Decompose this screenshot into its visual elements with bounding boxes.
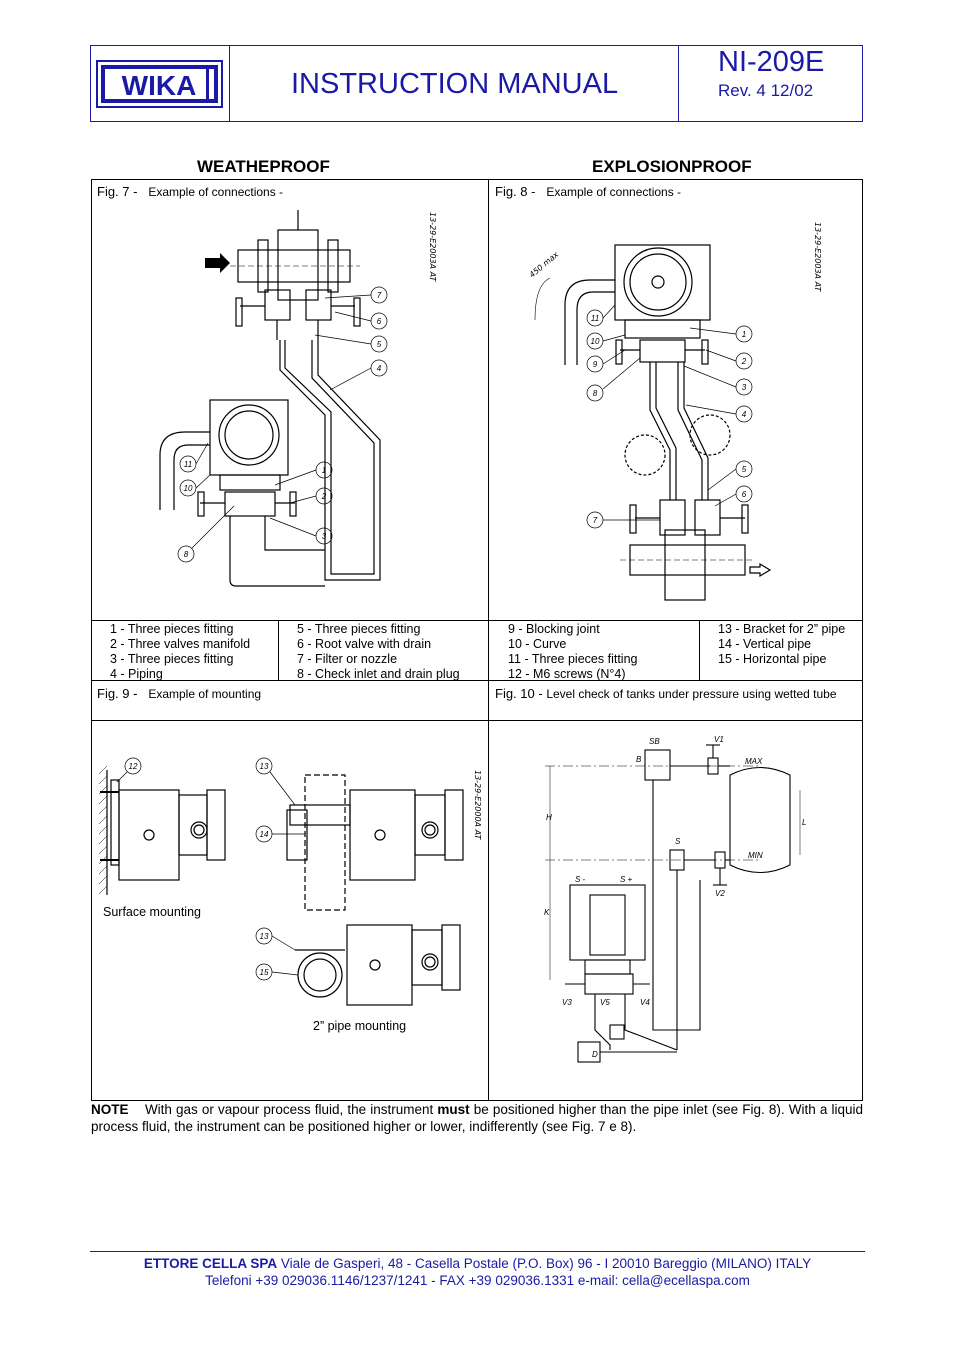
svg-text:S: S: [675, 837, 681, 846]
svg-text:D: D: [592, 1050, 598, 1059]
svg-text:V3: V3: [562, 998, 572, 1007]
wika-logo: WIKA: [96, 60, 223, 108]
svg-text:1: 1: [742, 330, 746, 339]
svg-text:13: 13: [260, 932, 269, 941]
document-number: NI-209E: [718, 46, 825, 78]
document-header: WIKA INSTRUCTION MANUAL NI-209E Rev. 4 1…: [90, 45, 863, 122]
svg-text:10: 10: [184, 484, 193, 493]
svg-text:6: 6: [742, 490, 747, 499]
svg-text:11: 11: [591, 314, 599, 323]
svg-text:S +: S +: [620, 875, 633, 884]
figure-table: [91, 179, 863, 1101]
svg-text:K: K: [544, 908, 550, 917]
fig7-label: Fig. 7 - Example of connections -: [97, 184, 284, 199]
svg-text:13-29-E2003A AT: 13-29-E2003A AT: [428, 212, 437, 282]
svg-text:6: 6: [377, 317, 382, 326]
surface-mounting-caption: Surface mounting: [103, 905, 201, 919]
page-title: INSTRUCTION MANUAL: [291, 68, 619, 100]
footer: ETTORE CELLA SPA Viale de Gasperi, 48 - …: [143, 1256, 812, 1288]
footer-rule: [90, 1251, 865, 1252]
svg-text:14: 14: [260, 830, 269, 839]
svg-text:3: 3: [322, 532, 327, 541]
svg-text:1: 1: [322, 466, 326, 475]
svg-text:3: 3: [742, 383, 747, 392]
fig7-drawing: 7 6 5 4 1 2 3 11 10 8 13-29-E2003A AT: [159, 210, 437, 587]
docno-cell: [678, 46, 864, 121]
fig9-drawing: 12 13 14 13 15 13-29-E2000A AT: [98, 757, 482, 1006]
svg-text:L: L: [802, 818, 806, 827]
svg-text:13-29-E2003A AT: 13-29-E2003A AT: [813, 222, 822, 292]
svg-text:2: 2: [321, 492, 327, 501]
svg-text:13: 13: [260, 762, 269, 771]
svg-text:7: 7: [377, 291, 382, 300]
svg-text:2: 2: [741, 357, 747, 366]
svg-text:5: 5: [742, 465, 747, 474]
note-paragraph: NOTE With gas or vapour process fluid, t…: [91, 1102, 863, 1134]
explosionproof-heading: EXPLOSIONPROOF: [592, 157, 752, 176]
fig8-drawing: 450 max 1 2 3 4 5 6 11 10 9 8 7 13-29-E2003A AT: [528, 222, 822, 601]
logo-cell: WIKA: [91, 46, 230, 121]
svg-text:10: 10: [591, 337, 600, 346]
svg-text:13-29-E2000A AT: 13-29-E2000A AT: [473, 770, 482, 840]
svg-text:MIN: MIN: [748, 851, 763, 860]
svg-text:SB: SB: [649, 737, 660, 746]
weatherproof-heading: WEATHEPROOF: [197, 157, 330, 176]
pipe-mounting-caption: 2” pipe mounting: [313, 1019, 407, 1033]
fig9-label: Fig. 9 - Example of mounting: [97, 686, 262, 701]
svg-text:12: 12: [129, 762, 138, 771]
svg-text:8: 8: [184, 550, 189, 559]
svg-text:9: 9: [593, 360, 598, 369]
svg-text:4: 4: [377, 364, 382, 373]
svg-text:5: 5: [377, 340, 382, 349]
svg-text:4: 4: [742, 410, 747, 419]
fig10-label: Fig. 10 - Level check of tanks under pre…: [495, 686, 837, 701]
svg-text:H: H: [546, 813, 552, 822]
fig10-drawing: SB B V1 MAX H L S MIN V2 S - S + K V3 V5…: [544, 735, 806, 1063]
svg-text:MAX: MAX: [745, 757, 763, 766]
svg-text:11: 11: [184, 460, 192, 469]
svg-text:7: 7: [593, 516, 598, 525]
svg-text:15: 15: [260, 968, 269, 977]
svg-text:V1: V1: [714, 735, 724, 744]
svg-text:WIKA: WIKA: [122, 70, 197, 101]
svg-text:450 max: 450 max: [528, 250, 561, 280]
svg-text:V2: V2: [715, 889, 725, 898]
svg-text:S -: S -: [575, 875, 586, 884]
svg-text:V5: V5: [600, 998, 610, 1007]
revision: Rev. 4 12/02: [718, 81, 814, 100]
svg-text:8: 8: [593, 389, 598, 398]
svg-text:V4: V4: [640, 998, 650, 1007]
svg-text:B: B: [636, 755, 642, 764]
fig8-label: Fig. 8 - Example of connections -: [495, 184, 682, 199]
